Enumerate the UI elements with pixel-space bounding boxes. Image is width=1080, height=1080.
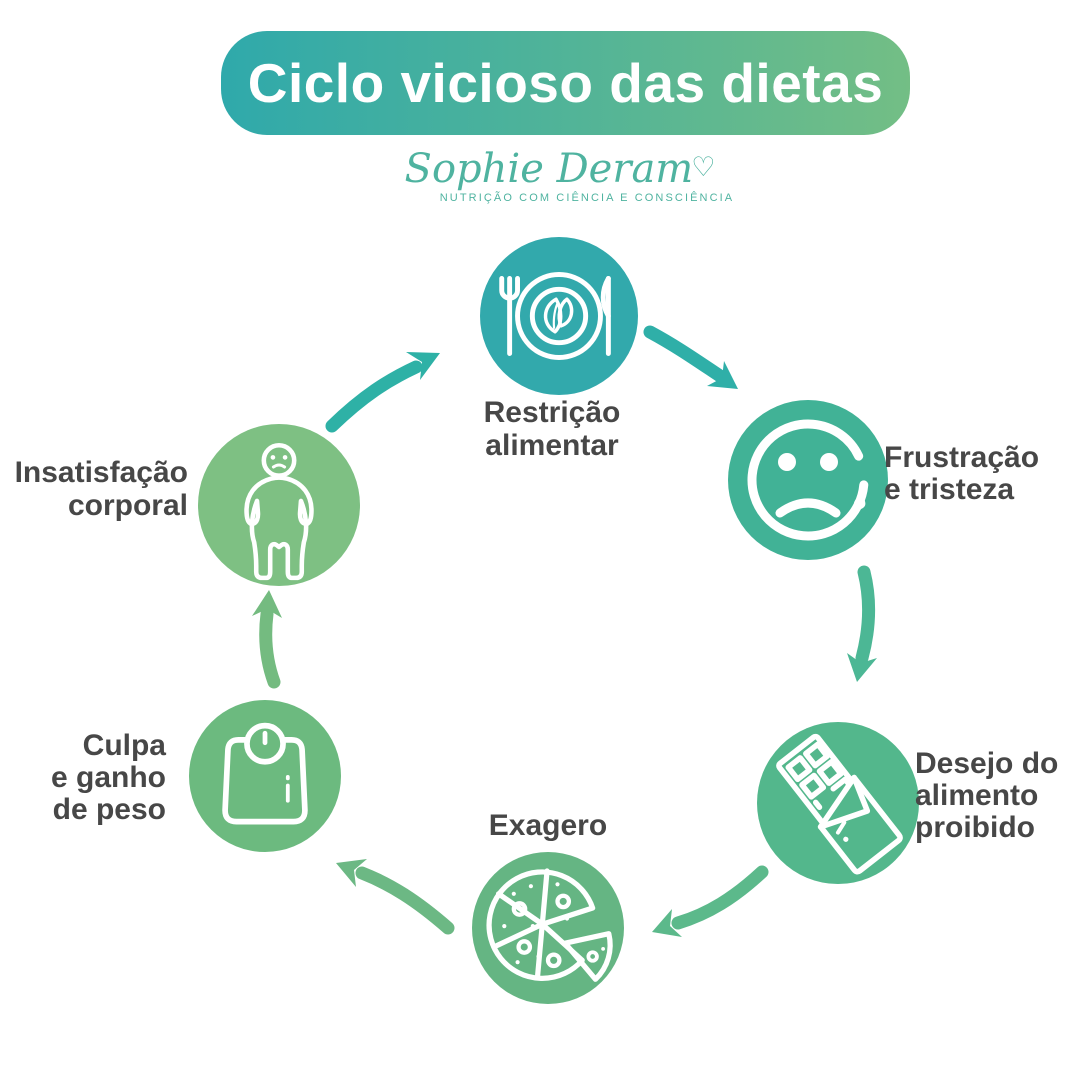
label-exagero: Exagero: [488, 809, 608, 842]
title-banner: Ciclo vicioso das dietas: [221, 31, 910, 135]
heart-icon: ♡: [691, 152, 716, 183]
step-circle-insatisfacao-corporal: [198, 424, 360, 586]
arrow-desejo-to-exagero-icon: [652, 865, 769, 937]
label-restricao-alimentar: Restrição alimentar: [483, 396, 621, 462]
label-frustracao-tristeza: Frustração e tristeza: [884, 441, 1040, 506]
weight-scale-icon: [222, 722, 308, 825]
sad-face-tear-icon: [747, 419, 869, 541]
arrow-restricao-to-frustracao-icon: [643, 325, 738, 389]
brand-name: Sophie Deram♡: [404, 146, 716, 192]
arrow-insatisfacao-to-restricao-icon: [325, 352, 440, 433]
arrow-culpa-to-insatisfacao-icon: [252, 590, 282, 689]
arrow-exagero-to-culpa-icon: [336, 859, 455, 935]
step-circle-frustracao-tristeza: [728, 400, 888, 560]
step-circle-exagero: [472, 852, 624, 1004]
step-circle-desejo-alimento-proibido: [757, 722, 919, 884]
step-circle-culpa-ganho-peso: [189, 700, 341, 852]
brand-logo: Sophie Deram♡ NUTRIÇÃO COM CIÊNCIA E CON…: [360, 146, 760, 204]
label-culpa-ganho-peso: Culpa e ganho de peso: [50, 729, 166, 826]
chocolate-bar-icon: [776, 733, 903, 875]
arrow-frustracao-to-desejo-icon: [847, 565, 877, 682]
label-insatisfacao-corporal: Insatisfação corporal: [14, 456, 188, 522]
pizza-icon: [486, 868, 613, 982]
plate-salad-icon: [499, 272, 611, 360]
sad-body-icon: [244, 442, 314, 581]
page-title: Ciclo vicioso das dietas: [247, 52, 884, 114]
step-circle-restricao-alimentar: [480, 237, 638, 395]
brand-tagline: NUTRIÇÃO COM CIÊNCIA E CONSCIÊNCIA: [439, 192, 735, 204]
label-desejo-alimento-proibido: Desejo do alimento proibido: [915, 747, 1059, 844]
